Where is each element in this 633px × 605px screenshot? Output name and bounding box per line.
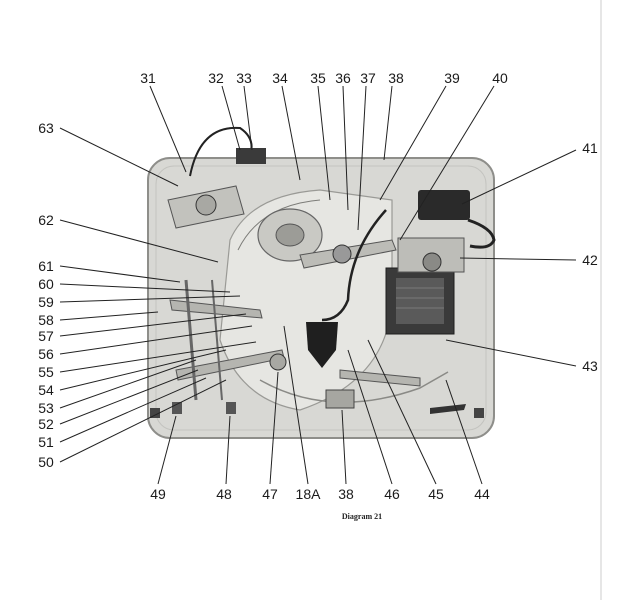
callout-41: 41 <box>582 140 598 156</box>
callout-33: 33 <box>236 70 252 86</box>
leader-40 <box>399 85 495 241</box>
diagram-caption: Diagram 21 <box>341 512 383 521</box>
page-edge <box>600 0 602 600</box>
leader-58 <box>59 311 159 321</box>
callout-38-top: 38 <box>388 70 404 86</box>
base-plate-inner <box>155 165 487 431</box>
corner-clip-right <box>474 408 484 418</box>
spade-weight <box>306 322 338 368</box>
callout-57: 57 <box>38 328 54 344</box>
leader-33 <box>243 85 253 151</box>
pivot-47 <box>269 353 287 371</box>
leader-53 <box>59 359 197 409</box>
bottom-bracket-38 <box>325 389 355 409</box>
leader-47 <box>269 371 279 485</box>
callout-62: 62 <box>38 212 54 228</box>
callout-43: 43 <box>582 358 598 374</box>
leader-41 <box>461 149 577 205</box>
callout-46: 46 <box>384 486 400 502</box>
callout-42: 42 <box>582 252 598 268</box>
leader-32 <box>221 85 241 151</box>
clip-48 <box>226 402 236 414</box>
motor-assembly <box>385 237 465 335</box>
callout-18a: 18A <box>295 486 321 502</box>
callout-37: 37 <box>360 70 376 86</box>
leader-48 <box>225 415 231 485</box>
wire-loop <box>467 218 496 249</box>
callout-35: 35 <box>310 70 326 86</box>
bracket-44 <box>430 404 466 414</box>
leader-52 <box>59 369 199 425</box>
leader-63 <box>59 127 179 187</box>
leader-38-bottom <box>341 409 347 485</box>
callout-54: 54 <box>38 382 54 398</box>
leader-60 <box>59 283 231 293</box>
corner-clip-left <box>150 408 160 418</box>
leader-18a <box>283 325 309 485</box>
leader-44 <box>445 379 483 485</box>
leader-39 <box>379 85 447 201</box>
callout-60: 60 <box>38 276 54 292</box>
callout-31: 31 <box>140 70 156 86</box>
callout-48: 48 <box>216 486 232 502</box>
leader-56 <box>59 325 253 355</box>
callout-55: 55 <box>38 364 54 380</box>
leader-35 <box>317 85 331 201</box>
callout-38-bottom: 38 <box>338 486 354 502</box>
callout-61: 61 <box>38 258 54 274</box>
leader-37 <box>357 85 367 231</box>
leader-42 <box>459 257 577 261</box>
upper-left-pivot <box>195 194 217 216</box>
leader-36 <box>342 85 349 211</box>
leader-45 <box>367 339 437 485</box>
callout-32: 32 <box>208 70 224 86</box>
capacitor-block <box>418 190 470 220</box>
callout-36: 36 <box>335 70 351 86</box>
leader-46 <box>347 349 393 485</box>
left-rod <box>184 279 198 401</box>
callout-56: 56 <box>38 346 54 362</box>
arm-wire <box>321 209 387 322</box>
left-lever-1 <box>169 299 263 319</box>
leader-59 <box>59 295 241 303</box>
leader-38-top <box>383 85 393 161</box>
callout-63: 63 <box>38 120 54 136</box>
callout-47: 47 <box>262 486 278 502</box>
leader-34 <box>281 85 301 181</box>
clip-49 <box>172 402 182 414</box>
callout-44: 44 <box>474 486 490 502</box>
leader-54 <box>59 349 227 391</box>
left-rod-2 <box>211 279 223 401</box>
callout-40: 40 <box>492 70 508 86</box>
leader-49 <box>157 415 177 485</box>
leader-62 <box>59 219 219 263</box>
callout-59: 59 <box>38 294 54 310</box>
lever-46 <box>339 369 421 387</box>
leader-lines <box>59 85 577 485</box>
callout-39: 39 <box>444 70 460 86</box>
motor-coil <box>396 278 444 324</box>
leader-51 <box>59 377 207 443</box>
top-clip <box>236 148 266 164</box>
arm-pivot <box>332 244 352 264</box>
leader-55 <box>59 341 257 373</box>
callout-50: 50 <box>38 454 54 470</box>
callout-53: 53 <box>38 400 54 416</box>
leader-50 <box>59 379 227 463</box>
leader-31 <box>149 85 187 173</box>
leader-57 <box>59 313 247 337</box>
callout-51: 51 <box>38 434 54 450</box>
motor-pulley <box>422 252 442 272</box>
callout-52: 52 <box>38 416 54 432</box>
hub-center <box>275 223 305 247</box>
callout-45: 45 <box>428 486 444 502</box>
callout-58: 58 <box>38 312 54 328</box>
leader-61 <box>59 265 181 283</box>
leader-43 <box>445 339 577 367</box>
callout-49: 49 <box>150 486 166 502</box>
callout-34: 34 <box>272 70 288 86</box>
